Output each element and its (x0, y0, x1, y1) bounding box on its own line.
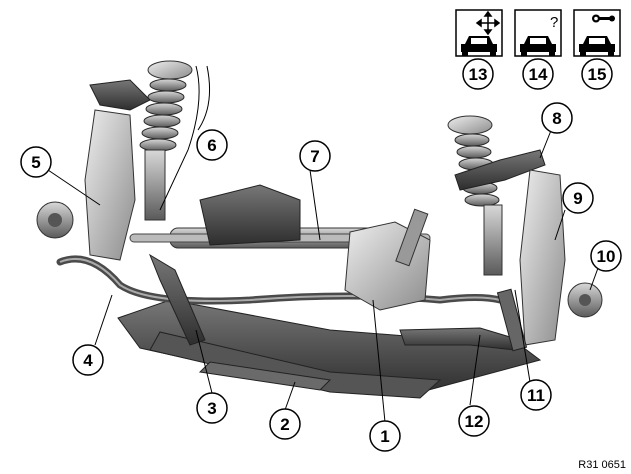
left-lower-control-arm (148, 253, 206, 346)
car-question-icon: ? (514, 9, 562, 57)
callout-15: 15 (581, 58, 613, 90)
svg-text:5: 5 (31, 153, 40, 172)
svg-text:11: 11 (527, 386, 545, 405)
callout-10: 10 (590, 240, 622, 272)
right-wheel-carrier (519, 169, 566, 346)
svg-text:3: 3 (207, 399, 216, 418)
steering-column-stub (395, 208, 429, 267)
engine-mount-bracket (199, 184, 301, 246)
callout-11: 11 (520, 379, 552, 411)
callout-14: 14 (522, 58, 554, 90)
svg-text:4: 4 (83, 351, 93, 370)
svg-text:8: 8 (552, 109, 561, 128)
callout-9: 9 (562, 182, 594, 214)
left-upper-control-arm (89, 79, 151, 111)
callout-8: 8 (541, 102, 573, 134)
svg-text:15: 15 (588, 65, 607, 84)
svg-text:9: 9 (573, 189, 582, 208)
svg-text:6: 6 (207, 136, 216, 155)
right-spring-strut (447, 115, 503, 276)
callout-2: 2 (269, 408, 301, 440)
car-wrench-icon (573, 9, 621, 57)
callout-13: 13 (462, 58, 494, 90)
reinforcement-plate (198, 361, 332, 391)
leader-lines (47, 65, 599, 423)
svg-text:1: 1 (380, 427, 389, 446)
callouts: 1 2 3 4 5 6 7 8 9 10 11 12 13 14 15 (20, 58, 622, 452)
svg-text:14: 14 (529, 65, 548, 84)
callout-12: 12 (458, 405, 490, 437)
left-wheel-carrier (84, 109, 136, 261)
right-upper-control-arm (454, 149, 546, 191)
callout-6: 6 (196, 129, 228, 161)
axle-assembly-illustration (36, 60, 603, 399)
svg-text:13: 13 (469, 65, 488, 84)
svg-text:2: 2 (280, 415, 289, 434)
svg-text:10: 10 (597, 247, 616, 266)
figure-reference: R31 0651 (578, 459, 626, 471)
callout-3: 3 (196, 392, 228, 424)
left-spring-strut (139, 60, 193, 221)
svg-text:7: 7 (310, 147, 319, 166)
callout-5: 5 (20, 146, 52, 178)
callout-1: 1 (369, 420, 401, 452)
svg-text:12: 12 (465, 412, 484, 431)
icon-boxes: ? (455, 9, 621, 57)
callout-7: 7 (299, 140, 331, 172)
subframe-lower-plate (149, 331, 442, 399)
right-swinging-support (496, 288, 528, 352)
svg-text:?: ? (550, 14, 558, 31)
callout-4: 4 (72, 344, 104, 376)
car-adjust-arrows-icon (455, 9, 503, 57)
anti-roll-bar (56, 255, 504, 305)
